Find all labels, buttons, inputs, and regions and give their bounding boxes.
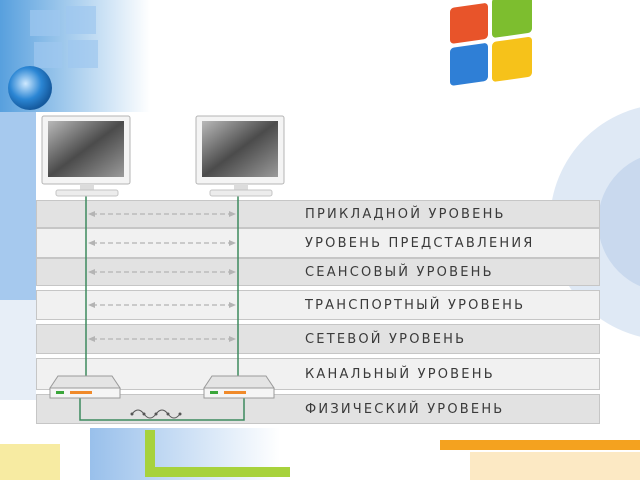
layer-band-session: СЕАНСОВЫЙ УРОВЕНЬ bbox=[36, 258, 600, 286]
layer-label: СЕТЕВОЙ УРОВЕНЬ bbox=[305, 331, 467, 347]
layer-band-datalink: КАНАЛЬНЫЙ УРОВЕНЬ bbox=[36, 358, 600, 390]
layer-band-physical: ФИЗИЧЕСКИЙ УРОВЕНЬ bbox=[36, 394, 600, 424]
globe-icon bbox=[8, 66, 52, 110]
computer-monitor-icon bbox=[41, 115, 131, 197]
layer-label: ТРАНСПОРТНЫЙ УРОВЕНЬ bbox=[305, 297, 526, 313]
computer-monitor-icon bbox=[195, 115, 285, 197]
layer-label: УРОВЕНЬ ПРЕДСТАВЛЕНИЯ bbox=[305, 235, 535, 251]
windows-logo-icon bbox=[450, 0, 532, 86]
layer-label: СЕАНСОВЫЙ УРОВЕНЬ bbox=[305, 264, 494, 280]
layer-label: ПРИКЛАДНОЙ УРОВЕНЬ bbox=[305, 206, 506, 222]
osi-model-diagram: ПРИКЛАДНОЙ УРОВЕНЬ УРОВЕНЬ ПРЕДСТАВЛЕНИЯ… bbox=[36, 112, 600, 430]
layer-label: КАНАЛЬНЫЙ УРОВЕНЬ bbox=[305, 366, 495, 382]
layer-band-application: ПРИКЛАДНОЙ УРОВЕНЬ bbox=[36, 200, 600, 228]
layer-band-transport: ТРАНСПОРТНЫЙ УРОВЕНЬ bbox=[36, 290, 600, 320]
layer-label: ФИЗИЧЕСКИЙ УРОВЕНЬ bbox=[305, 401, 505, 417]
layer-band-presentation: УРОВЕНЬ ПРЕДСТАВЛЕНИЯ bbox=[36, 228, 600, 258]
layer-band-network: СЕТЕВОЙ УРОВЕНЬ bbox=[36, 324, 600, 354]
